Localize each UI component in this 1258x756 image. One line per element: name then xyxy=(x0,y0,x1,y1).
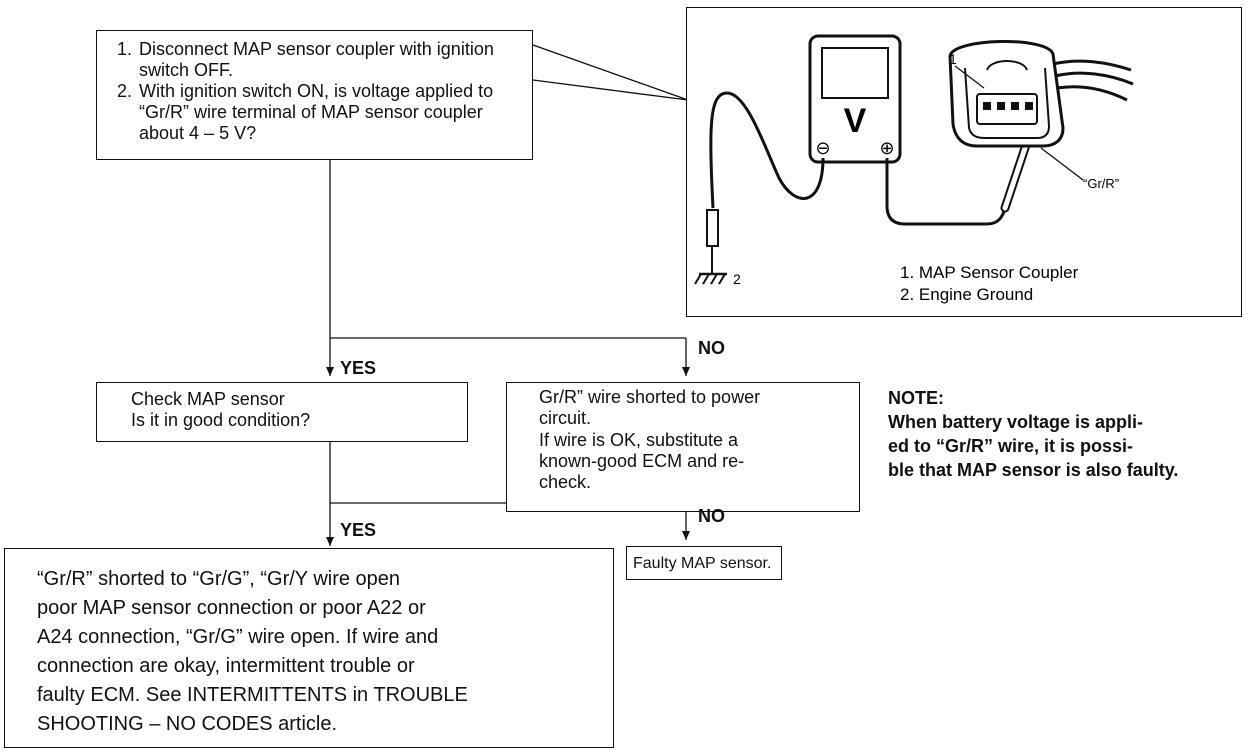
result-yes-line5: faulty ECM. See INTERMITTENTS in TROUBLE xyxy=(37,684,468,706)
step1-item-1: 1. Disconnect MAP sensor coupler with ig… xyxy=(117,39,527,81)
callout-line-top xyxy=(532,44,689,101)
gr-r-leader xyxy=(1040,147,1084,181)
ground-probe xyxy=(706,209,719,247)
step1-item-2: 2. With ignition switch ON, is voltage a… xyxy=(117,81,527,144)
result-yes-line2: poor MAP sensor connection or poor A22 o… xyxy=(37,597,426,619)
legend-item-1: 1. MAP Sensor Coupler xyxy=(900,263,1079,282)
step-number: 2. xyxy=(117,81,133,101)
shorted-line5: check. xyxy=(539,472,592,492)
note-line3: ble that MAP sensor is also faulty. xyxy=(888,460,1179,480)
check-map-box: Check MAP sensor Is it in good condition… xyxy=(96,382,468,442)
voltmeter-symbol: V xyxy=(844,102,867,140)
step-text: With ignition switch ON, is voltage appl… xyxy=(139,81,494,143)
shorted-line4: known-good ECM and re- xyxy=(539,451,745,471)
shorted-line2: circuit. xyxy=(539,408,592,428)
callout-1: 1 xyxy=(949,51,957,67)
step-text: Disconnect MAP sensor coupler with ignit… xyxy=(139,39,494,80)
positive-terminal-icon: ⊕ xyxy=(879,138,894,158)
map-sensor-coupler xyxy=(948,40,1134,148)
result-no-box: Faulty MAP sensor. xyxy=(626,546,782,580)
result-yes-line3: A24 connection, “Gr/G” wire open. If wir… xyxy=(37,626,439,648)
shorted-power-box: Gr/R” wire shorted to power circuit. If … xyxy=(506,382,860,512)
yes-label-2: YES xyxy=(340,520,377,540)
note-title: NOTE: xyxy=(888,388,944,408)
no-label-2: NO xyxy=(698,506,725,526)
illustration-box: V ⊖ ⊕ 2 xyxy=(686,7,1242,317)
result-no-text: Faulty MAP sensor. xyxy=(633,555,772,572)
shorted-line1: Gr/R” wire shorted to power xyxy=(539,387,761,407)
note-line2: ed to “Gr/R” wire, it is possi- xyxy=(888,436,1134,456)
positive-lead xyxy=(885,158,1007,226)
note-line1: When battery voltage is appli- xyxy=(888,412,1144,432)
yes-label-1: YES xyxy=(340,358,377,378)
callout-2: 2 xyxy=(733,271,741,287)
negative-lead xyxy=(709,91,825,209)
ground-icon xyxy=(694,272,727,285)
check-map-line2: Is it in good condition? xyxy=(131,410,311,430)
check-map-line1: Check MAP sensor xyxy=(131,389,285,409)
callout-leader-1 xyxy=(954,65,985,89)
negative-terminal-icon: ⊖ xyxy=(815,138,830,158)
voltmeter-illustration: V ⊖ ⊕ 2 xyxy=(694,34,1134,304)
no-label-1: NO xyxy=(698,338,725,358)
result-yes-line6: SHOOTING – NO CODES article. xyxy=(37,713,338,735)
note-block: NOTE: When battery voltage is appli- ed … xyxy=(888,388,1258,481)
gr-r-wire-label: “Gr/R” xyxy=(1083,176,1119,191)
result-yes-line1: “Gr/R” shorted to “Gr/G”, “Gr/Y wire ope… xyxy=(37,568,401,590)
result-yes-line4: connection are okay, intermittent troubl… xyxy=(37,655,415,677)
legend-item-2: 2. Engine Ground xyxy=(900,285,1033,304)
result-yes-box: “Gr/R” shorted to “Gr/G”, “Gr/Y wire ope… xyxy=(4,548,614,748)
voltmeter-display xyxy=(821,47,889,99)
shorted-line3: If wire is OK, substitute a xyxy=(539,430,739,450)
callout-line-bottom xyxy=(532,79,689,101)
step1-list: 1. Disconnect MAP sensor coupler with ig… xyxy=(117,39,527,144)
step-number: 1. xyxy=(117,39,133,59)
step1-box: 1. Disconnect MAP sensor coupler with ig… xyxy=(96,30,533,160)
